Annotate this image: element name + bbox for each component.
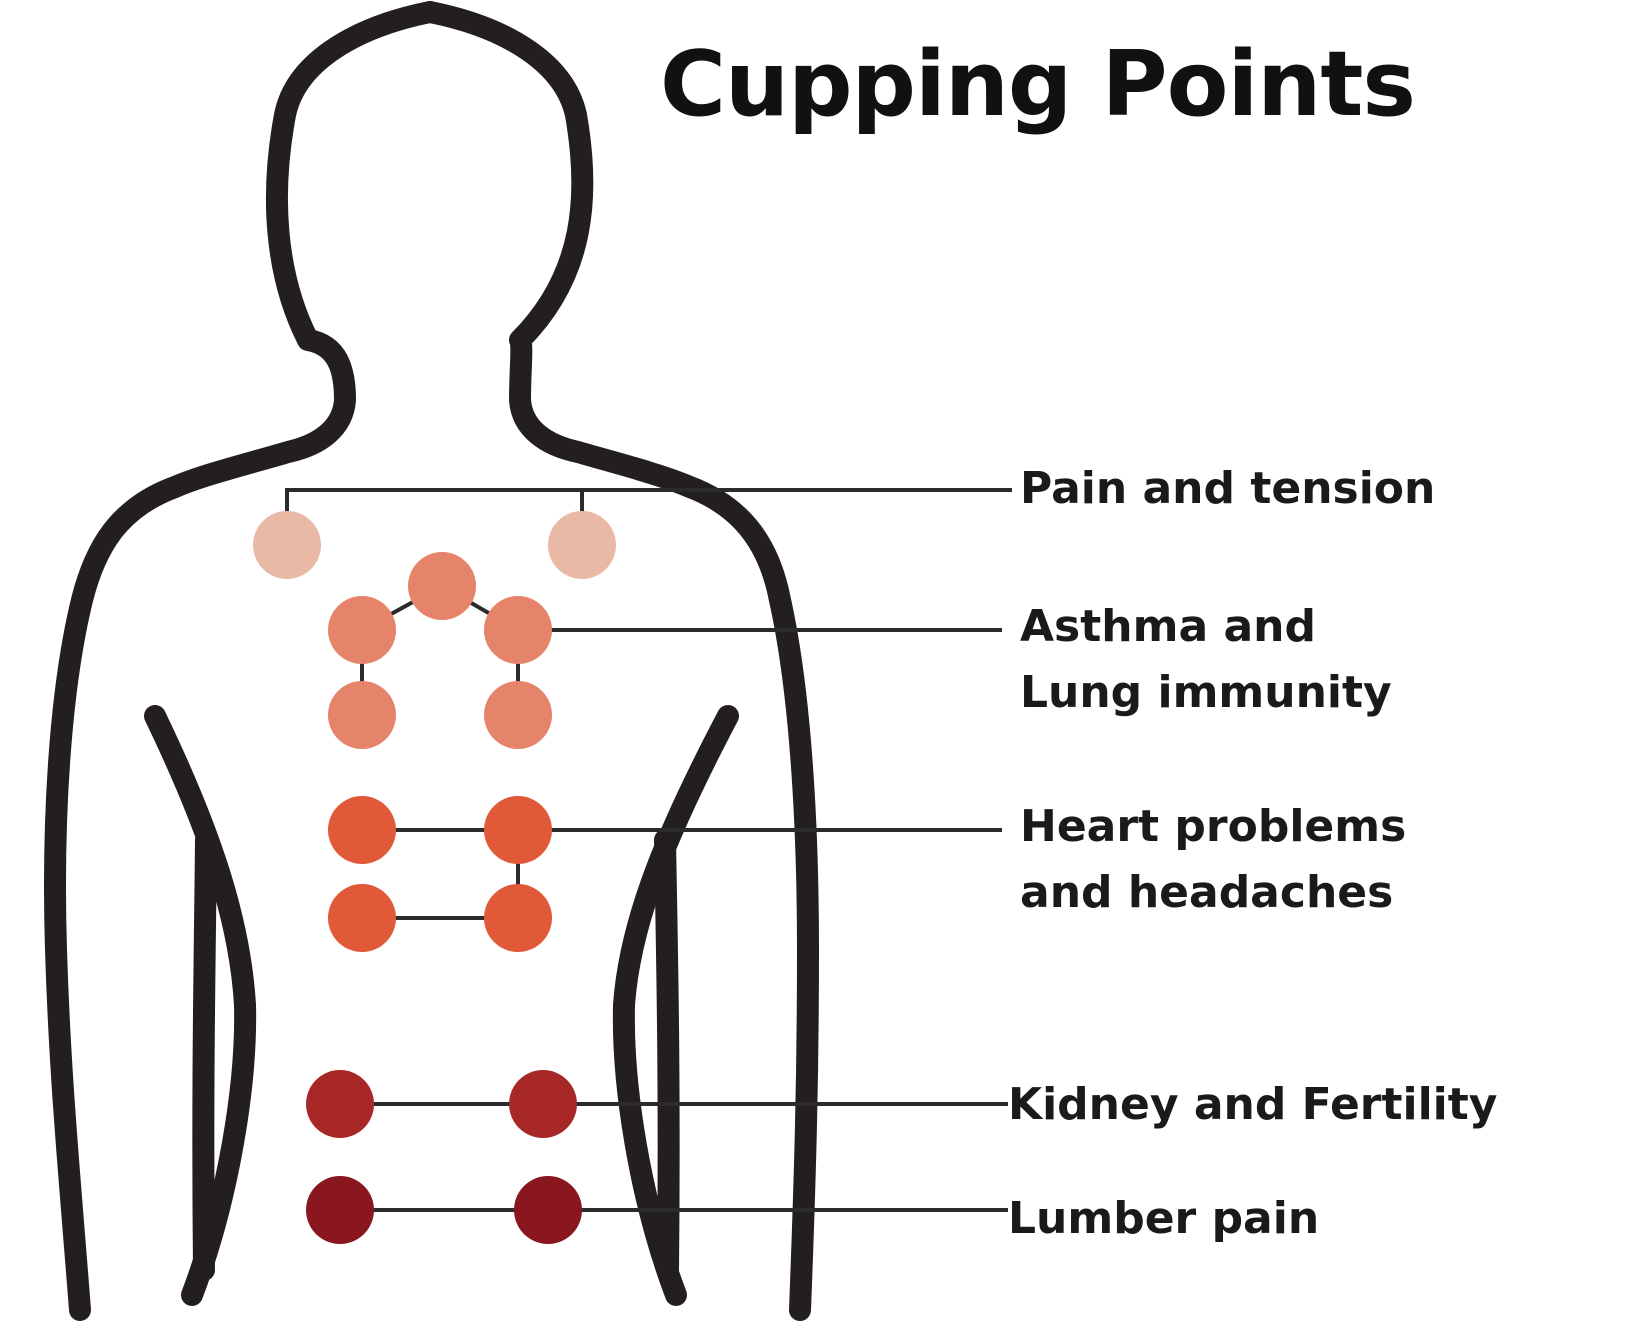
right-arm-inner-contour xyxy=(612,705,739,1306)
label-heart-problems-and-headaches: Heart problems and headaches xyxy=(1020,794,1406,926)
label-line: Lung immunity xyxy=(1020,667,1392,718)
label-kidney-and-fertility: Kidney and Fertility xyxy=(1008,1072,1497,1138)
asthma-lung-point xyxy=(484,596,552,664)
body-outline-right xyxy=(419,1,819,1321)
right-arm-inner-contour-2 xyxy=(654,829,680,1281)
lumber-pain-point xyxy=(514,1176,582,1244)
label-lumber-pain: Lumber pain xyxy=(1008,1186,1319,1252)
asthma-lung-point xyxy=(484,681,552,749)
label-line: Lumber pain xyxy=(1008,1193,1320,1244)
pain-tension-points xyxy=(253,511,616,579)
asthma-lung-point xyxy=(328,596,396,664)
label-line: Heart problems xyxy=(1020,801,1407,852)
diagram-title: Cupping Points xyxy=(660,32,1416,137)
left-arm-inner-contour-2 xyxy=(192,829,217,1281)
heart-headaches-points xyxy=(328,796,552,952)
lumber-pain-point xyxy=(306,1176,374,1244)
asthma-lung-point xyxy=(408,552,476,620)
cupping-points xyxy=(253,511,616,1244)
label-line: Pain and tension xyxy=(1020,463,1436,514)
kidney-fertility-point xyxy=(306,1070,374,1138)
connector-lines xyxy=(285,488,1012,1212)
asthma-lung-point xyxy=(328,681,396,749)
heart-headaches-point xyxy=(484,884,552,952)
label-line: Asthma and xyxy=(1020,601,1316,652)
heart-headaches-point xyxy=(328,884,396,952)
label-asthma-and-lung-immunity: Asthma and Lung immunity xyxy=(1020,594,1392,726)
label-line: Kidney and Fertility xyxy=(1008,1079,1498,1130)
pain-tension-point xyxy=(253,511,321,579)
heart-headaches-point xyxy=(484,796,552,864)
body-outline xyxy=(44,1,819,1321)
heart-headaches-point xyxy=(328,796,396,864)
asthma-lung-points xyxy=(328,552,552,749)
kidney-fertility-points xyxy=(306,1070,577,1138)
body-outline-left xyxy=(44,1,441,1321)
left-arm-inner-contour xyxy=(144,705,257,1306)
kidney-fertility-point xyxy=(509,1070,577,1138)
label-pain-and-tension: Pain and tension xyxy=(1020,456,1435,522)
lumber-pain-points xyxy=(306,1176,582,1244)
pain-tension-connector xyxy=(285,488,1012,512)
label-line: and headaches xyxy=(1020,867,1394,918)
pain-tension-point xyxy=(548,511,616,579)
